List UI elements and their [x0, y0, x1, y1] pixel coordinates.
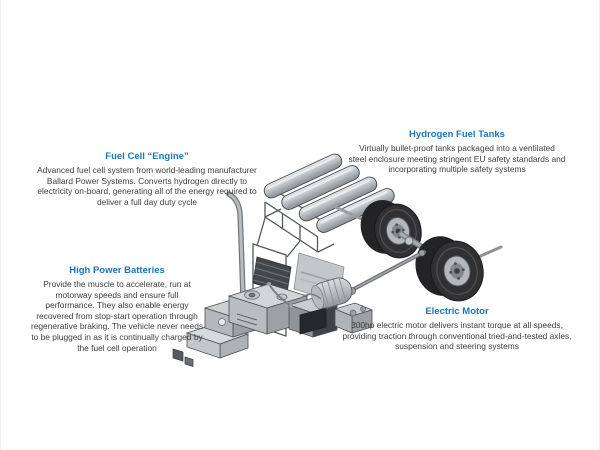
- fuel-cell-title: Fuel Cell “Engine”: [105, 151, 189, 162]
- tow-hooks-icon: [172, 348, 194, 367]
- electric-motor-drum-icon: [310, 277, 353, 310]
- plumbing-pipes-icon: [267, 282, 322, 308]
- hydrogen-tanks-title: Hydrogen Fuel Tanks: [409, 129, 505, 140]
- electronics-box-icon: [287, 297, 339, 338]
- radiator-grille-icon: [252, 256, 292, 294]
- electric-motor-title: Electric Motor: [425, 306, 489, 317]
- batteries-body: Provide the muscle to accelerate, run at…: [30, 279, 204, 353]
- gearbox-icon: [333, 302, 374, 334]
- hydrogen-tank-cylinders-icon: [263, 153, 395, 233]
- callout-fuel-cell: Fuel Cell “Engine” Advanced fuel cell sy…: [29, 151, 265, 207]
- electric-motor-body: 300hp electric motor delivers instant to…: [342, 320, 572, 352]
- battery-tray-icon: [185, 323, 250, 359]
- callout-hydrogen-tanks: Hydrogen Fuel Tanks Virtually bullet-pro…: [333, 129, 581, 175]
- callout-high-power-batteries: High Power Batteries Provide the muscle …: [17, 265, 217, 353]
- fuel-cell-body: Advanced fuel cell system from world-lea…: [37, 165, 257, 207]
- batteries-title: High Power Batteries: [69, 265, 165, 276]
- rear-wheel-right-icon: [415, 236, 484, 302]
- callout-electric-motor: Electric Motor 300hp electric motor deli…: [327, 306, 587, 352]
- drive-shaft-icon: [338, 249, 426, 299]
- hydrogen-tanks-body: Virtually bullet-proof tanks packaged in…: [348, 143, 566, 175]
